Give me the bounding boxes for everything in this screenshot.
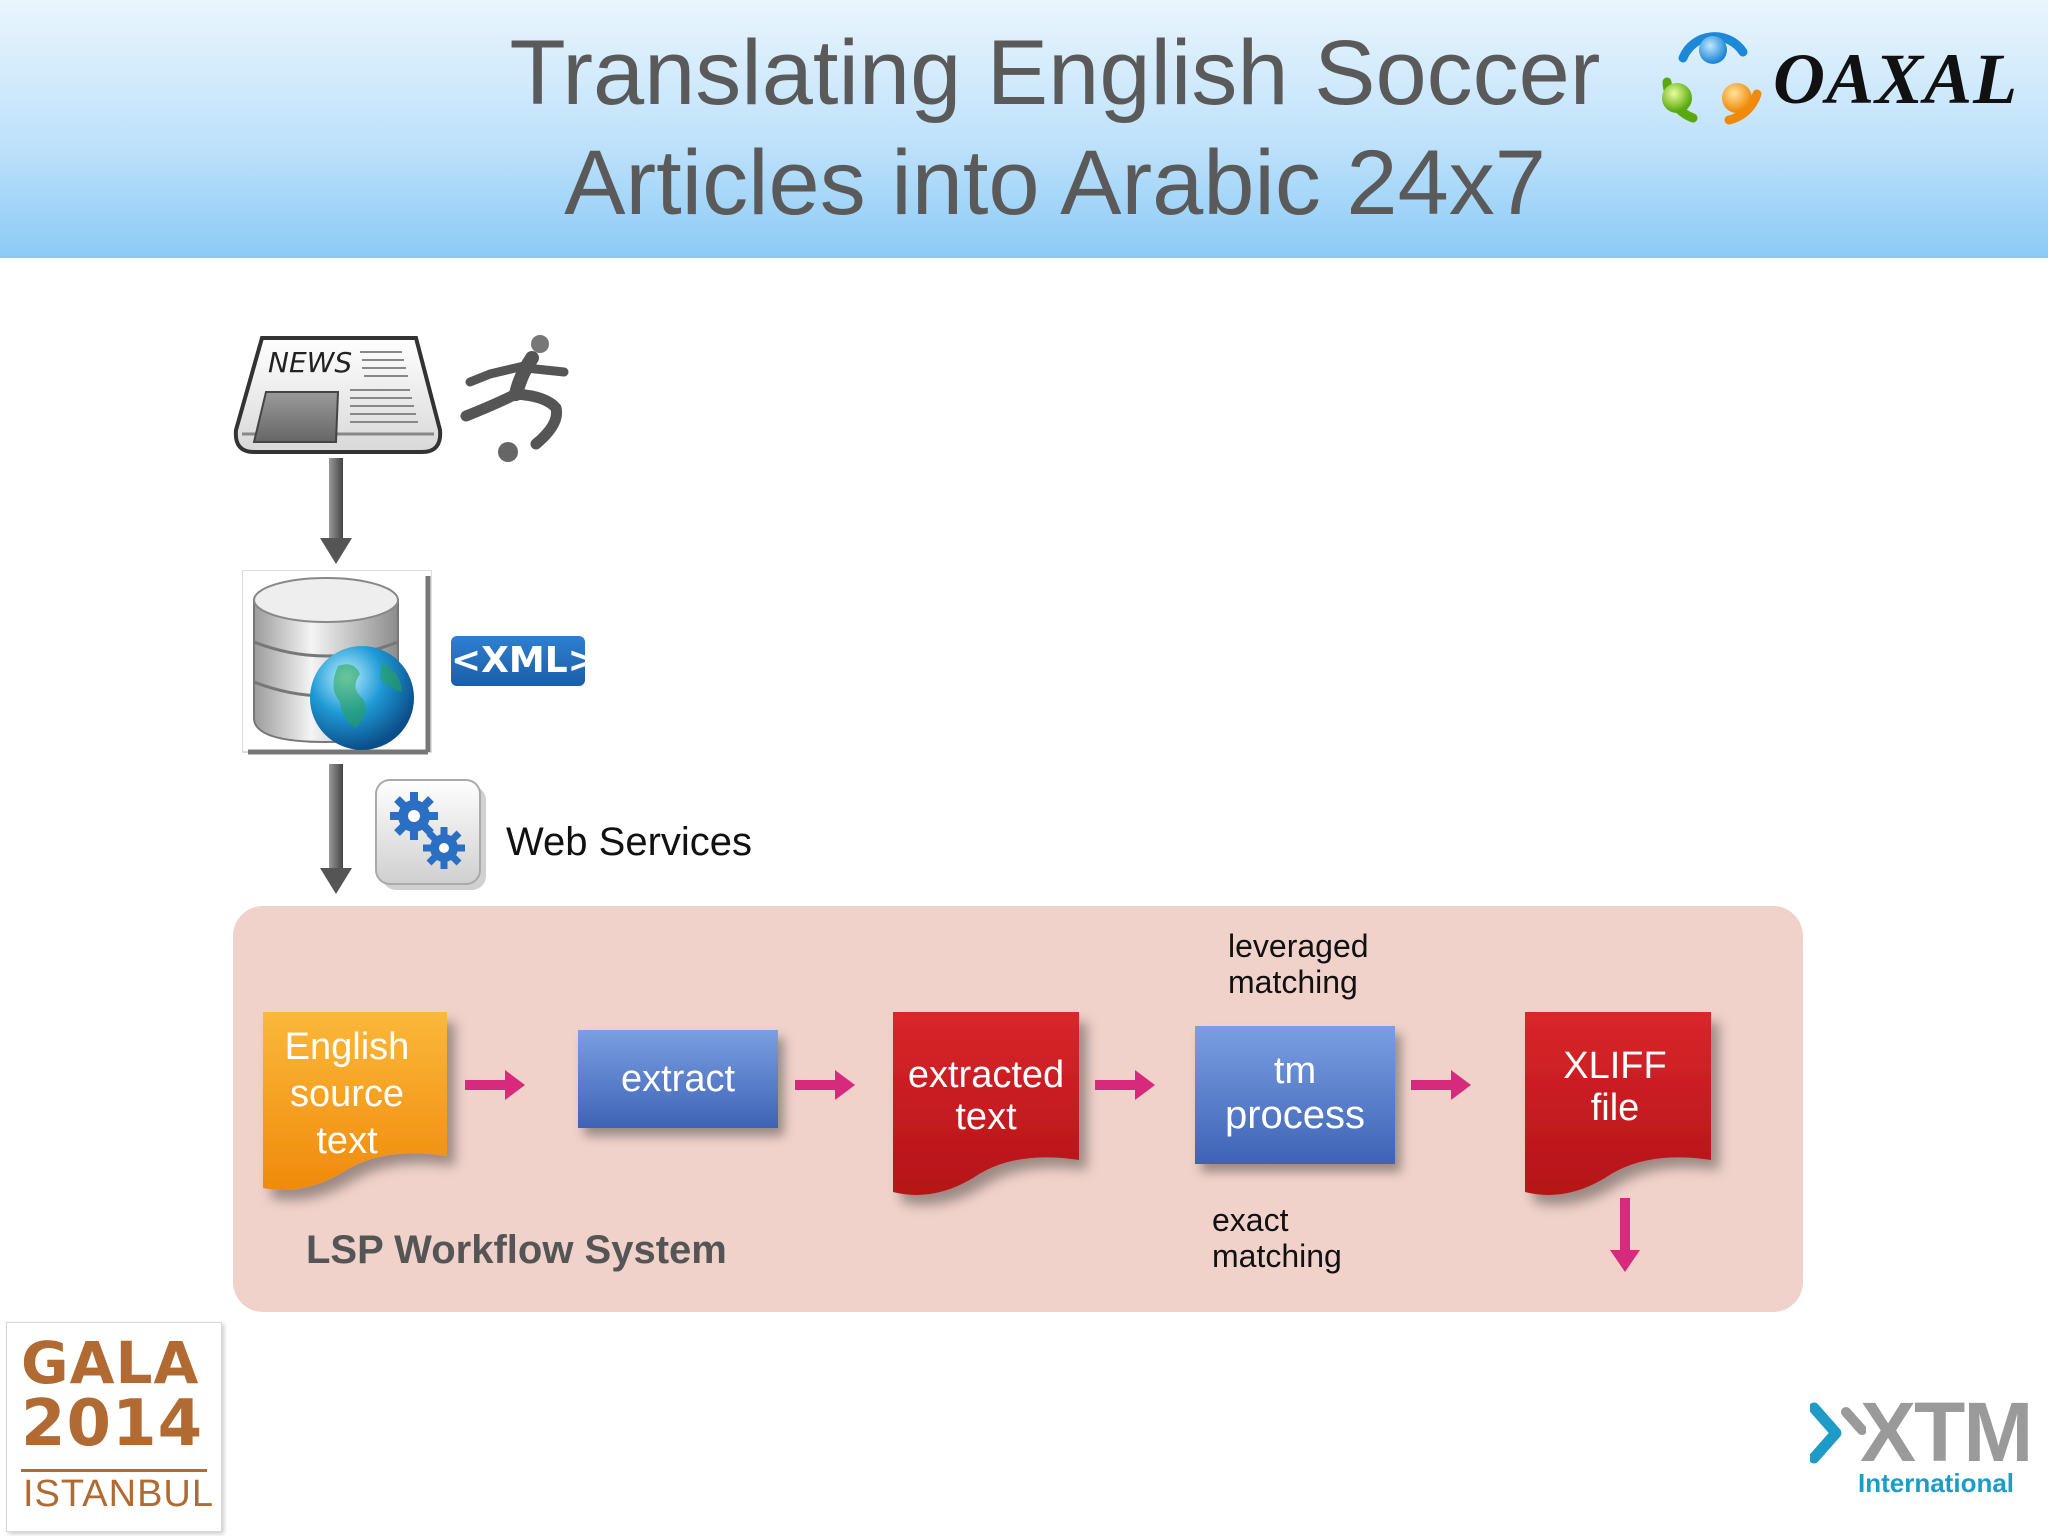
web-services-label: Web Services bbox=[506, 820, 753, 864]
exact-matching-note: exact matching bbox=[1212, 1202, 1342, 1274]
extract-box: extract bbox=[578, 1030, 778, 1128]
header-banner: Translating English Soccer Articles into… bbox=[0, 0, 2048, 258]
xtm-logo-subtitle: International bbox=[1858, 1468, 2015, 1498]
title-line-2: Articles into Arabic 24x7 bbox=[564, 132, 1546, 234]
xliff-document bbox=[1525, 1012, 1711, 1195]
extracted-text-label: extracted text bbox=[907, 1054, 1065, 1138]
arrow-db-to-workflow bbox=[320, 764, 352, 894]
arrow-news-to-db bbox=[320, 458, 352, 564]
soccer-player-icon bbox=[460, 335, 569, 462]
oaxal-bubbles-icon bbox=[1662, 32, 1762, 125]
oaxal-logo-text: OAXAL bbox=[1773, 39, 2019, 119]
process-label: process bbox=[1224, 1093, 1366, 1137]
gala-logo-line3: ISTANBUL bbox=[23, 1473, 215, 1515]
web-services-gear-icon bbox=[375, 779, 486, 890]
source-text-label: English source text bbox=[284, 1026, 410, 1162]
xliff-label: XLIFF file bbox=[1563, 1045, 1667, 1129]
source-text-document bbox=[263, 1012, 447, 1190]
gala-divider bbox=[21, 1469, 207, 1472]
flow-arrow-4 bbox=[1411, 1070, 1471, 1100]
extracted-text-document bbox=[893, 1012, 1079, 1195]
xml-badge: <XML> bbox=[451, 636, 598, 686]
flow-arrow-1 bbox=[465, 1070, 525, 1100]
gala-2014-logo: GALA 2014 ISTANBUL bbox=[6, 1322, 222, 1532]
xtm-x-mark-icon bbox=[1810, 1402, 1866, 1464]
lsp-workflow-label: LSP Workflow System bbox=[306, 1228, 727, 1272]
gala-logo-line1: GALA bbox=[21, 1329, 200, 1397]
flow-arrow-2 bbox=[795, 1070, 855, 1100]
xtm-logo-text: XTM bbox=[1860, 1385, 2033, 1479]
tm-label: tm bbox=[1273, 1050, 1317, 1092]
newspaper-icon: NEWS bbox=[233, 336, 443, 454]
slide-title: Translating English Soccer Articles into… bbox=[480, 18, 1630, 238]
oaxal-logo: OAXAL bbox=[1645, 20, 2035, 140]
gala-logo-line2: 2014 bbox=[21, 1387, 204, 1461]
flow-arrow-down bbox=[1610, 1198, 1640, 1272]
tm-process-box: tm process bbox=[1195, 1026, 1395, 1164]
news-label: NEWS bbox=[268, 346, 352, 379]
workflow-diagram bbox=[263, 1012, 1711, 1272]
database-globe-icon bbox=[242, 570, 432, 755]
title-line-1: Translating English Soccer bbox=[509, 22, 1601, 124]
leveraged-matching-note: leveraged matching bbox=[1228, 928, 1369, 1000]
flow-arrow-3 bbox=[1095, 1070, 1155, 1100]
